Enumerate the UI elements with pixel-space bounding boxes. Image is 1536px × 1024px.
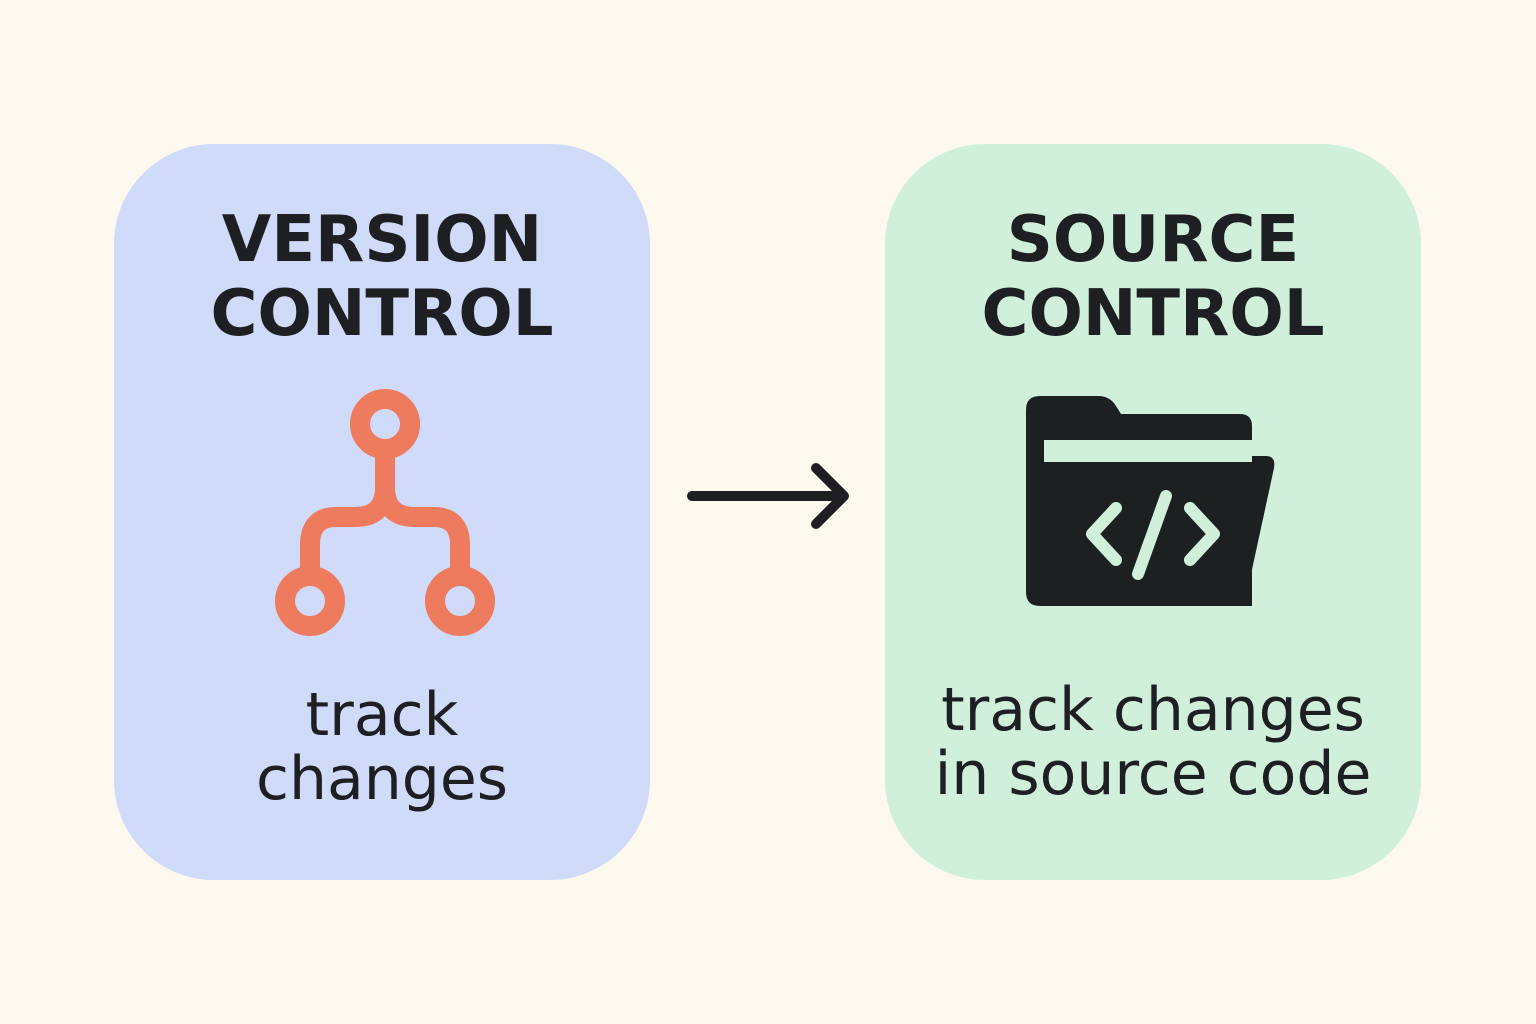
arrow-head bbox=[811, 463, 849, 529]
source-control-caption: track changes in source code bbox=[885, 678, 1421, 806]
version-control-title-line-2: CONTROL bbox=[210, 277, 554, 351]
branch-right-node bbox=[425, 566, 495, 636]
branch-icon-strokes bbox=[275, 389, 495, 636]
branch-left-node bbox=[275, 566, 345, 636]
version-control-caption-line-1: track bbox=[305, 680, 459, 750]
branch-icon bbox=[275, 389, 495, 636]
version-control-title: VERSION CONTROL bbox=[114, 203, 650, 351]
folder-shape bbox=[1026, 396, 1275, 606]
code-brackets bbox=[1086, 490, 1220, 580]
branch-right-path bbox=[375, 477, 470, 585]
source-control-text: SOURCE CONTROL track changes in source c… bbox=[885, 0, 1421, 1024]
folder-paper bbox=[1044, 440, 1252, 462]
version-control-caption-line-2: changes bbox=[255, 744, 509, 814]
arrow-right-icon bbox=[687, 463, 849, 529]
source-control-caption-line-2: in source code bbox=[934, 739, 1372, 809]
code-bracket-left bbox=[1086, 502, 1122, 566]
version-control-title-line-1: VERSION bbox=[221, 203, 543, 277]
code-folder-icon bbox=[1026, 396, 1275, 606]
version-control-text: VERSION CONTROL track changes bbox=[114, 0, 650, 1024]
source-control-title-line-1: SOURCE bbox=[1006, 203, 1300, 277]
branch-left-path bbox=[300, 439, 395, 585]
source-control-caption-line-1: track changes bbox=[941, 675, 1365, 745]
code-slash bbox=[1132, 490, 1172, 580]
arrow-strokes bbox=[687, 463, 849, 529]
source-control-title-line-2: CONTROL bbox=[981, 277, 1325, 351]
source-control-title: SOURCE CONTROL bbox=[885, 203, 1421, 351]
version-control-caption: track changes bbox=[114, 683, 650, 811]
code-bracket-right bbox=[1184, 502, 1220, 566]
